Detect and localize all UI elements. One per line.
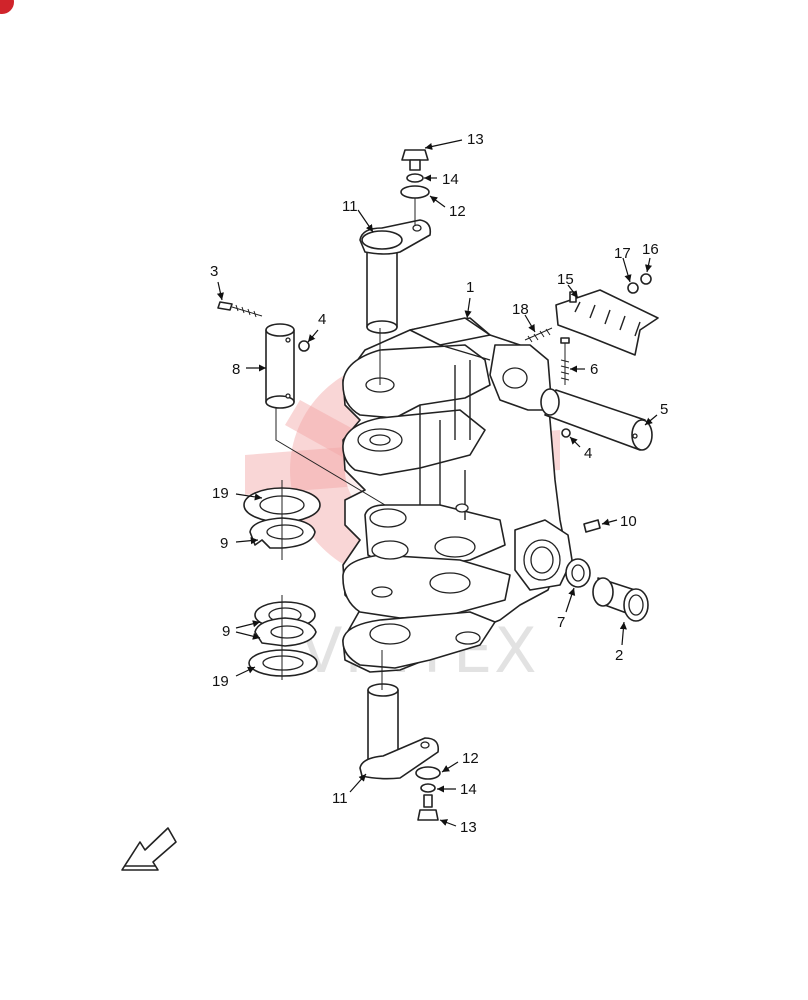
callout-12-top: 12: [449, 203, 466, 220]
callout-14-top: 14: [442, 171, 459, 188]
callout-3: 3: [210, 263, 218, 280]
nut-16: [640, 273, 652, 285]
bolt-6: [560, 337, 570, 385]
clamp-15: [555, 289, 659, 356]
bushing-7: [565, 558, 591, 588]
callout-16: 16: [642, 241, 659, 258]
callout-14-bottom: 14: [460, 781, 477, 798]
pin-8: [265, 323, 386, 506]
callout-8: 8: [232, 361, 240, 378]
washer-17: [627, 282, 639, 294]
nut-4: [298, 340, 310, 352]
top-bolt-stack: [400, 149, 430, 225]
callout-18: 18: [512, 301, 529, 318]
bottom-bolt-stack: [415, 766, 441, 821]
callout-1: 1: [466, 279, 474, 296]
leader-lines: [216, 139, 658, 827]
shim-set-lower: [248, 595, 318, 680]
callout-9-upper: 9: [220, 535, 228, 552]
callout-13-bottom: 13: [460, 819, 477, 836]
pin-5: [540, 388, 653, 451]
callout-5: 5: [660, 401, 668, 418]
bolt-18: [524, 327, 553, 343]
callout-12-bottom: 12: [462, 750, 479, 767]
swing-bracket: [342, 317, 573, 673]
upper-pivot-pin: [359, 219, 432, 385]
callout-13-top: 13: [467, 131, 484, 148]
callout-4-left: 4: [318, 311, 326, 328]
nut-4-lower: [561, 428, 571, 438]
bushing-2: [592, 577, 649, 622]
lower-pivot-pin: [359, 650, 440, 780]
shim-set-upper: [243, 480, 321, 560]
callout-4-right: 4: [584, 445, 592, 462]
callout-19-lower: 19: [212, 673, 229, 690]
direction-arrow-icon: [121, 827, 177, 871]
callout-15: 15: [557, 271, 574, 288]
callout-11-top: 11: [342, 198, 358, 215]
callout-2: 2: [615, 647, 623, 664]
callout-17: 17: [614, 245, 631, 262]
callout-10: 10: [620, 513, 637, 530]
grease-fitting-10: [583, 519, 601, 533]
callout-9-lower: 9: [222, 623, 230, 640]
callout-7: 7: [557, 614, 565, 631]
callout-19-upper: 19: [212, 485, 229, 502]
bolt-3: [217, 301, 263, 318]
callout-6: 6: [590, 361, 598, 378]
callout-11-bottom: 11: [332, 790, 348, 807]
